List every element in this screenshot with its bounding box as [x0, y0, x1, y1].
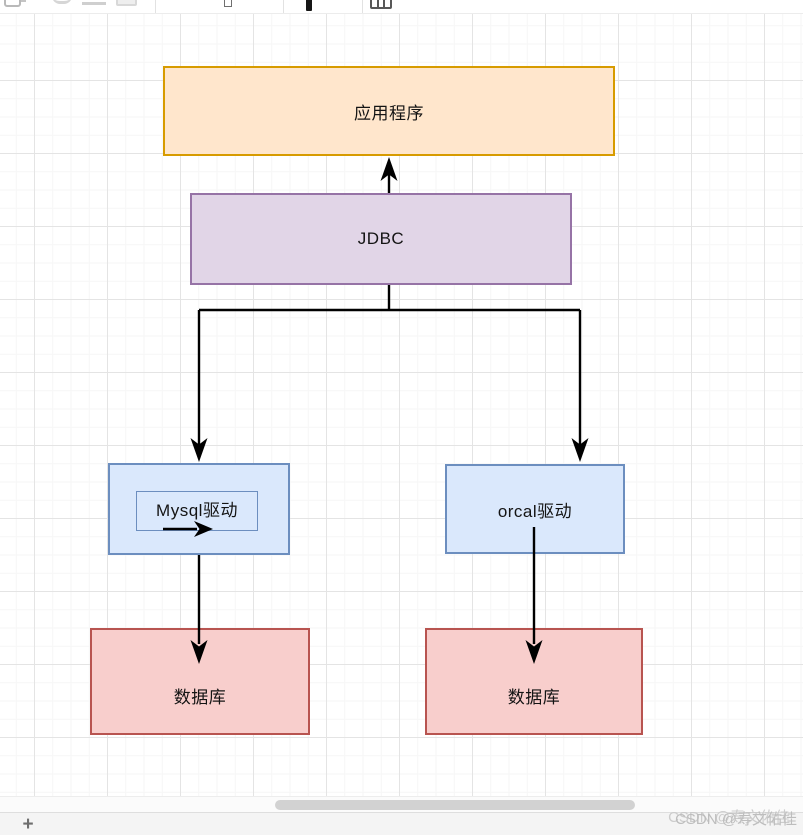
page-bar: + [0, 812, 803, 835]
node-database-left[interactable]: 数据库 [90, 628, 310, 735]
horizontal-scrollbar[interactable] [0, 796, 803, 812]
waypoint-icon[interactable] [224, 0, 232, 7]
fill-style-icon[interactable] [116, 0, 137, 6]
node-application-label: 应用程序 [354, 103, 424, 123]
node-database-right-label: 数据库 [507, 688, 561, 707]
node-mysql-driver-label-box[interactable]: Mysql驱动 [136, 491, 258, 531]
node-orcal-driver-label: orcal驱动 [497, 501, 573, 521]
node-orcal-driver[interactable]: orcal驱动 [445, 464, 625, 554]
table-icon[interactable] [370, 0, 392, 9]
line-width-icon[interactable] [306, 0, 312, 11]
shape-icon[interactable] [4, 0, 26, 7]
undo-icon[interactable] [52, 0, 72, 4]
node-database-left-label: 数据库 [173, 688, 227, 707]
toolbar [0, 0, 803, 14]
toolbar-divider [283, 0, 284, 13]
node-jdbc-label: JDBC [357, 229, 405, 248]
node-database-right[interactable]: 数据库 [425, 628, 643, 735]
add-page-button[interactable]: + [14, 814, 42, 835]
toolbar-divider [155, 0, 156, 13]
toolbar-divider [362, 0, 363, 13]
node-mysql-driver-label: Mysql驱动 [156, 501, 238, 520]
horizontal-scrollbar-thumb[interactable] [275, 800, 635, 810]
node-application[interactable]: 应用程序 [163, 66, 615, 156]
text-format-icon[interactable] [82, 0, 106, 5]
node-jdbc[interactable]: JDBC [190, 193, 572, 285]
